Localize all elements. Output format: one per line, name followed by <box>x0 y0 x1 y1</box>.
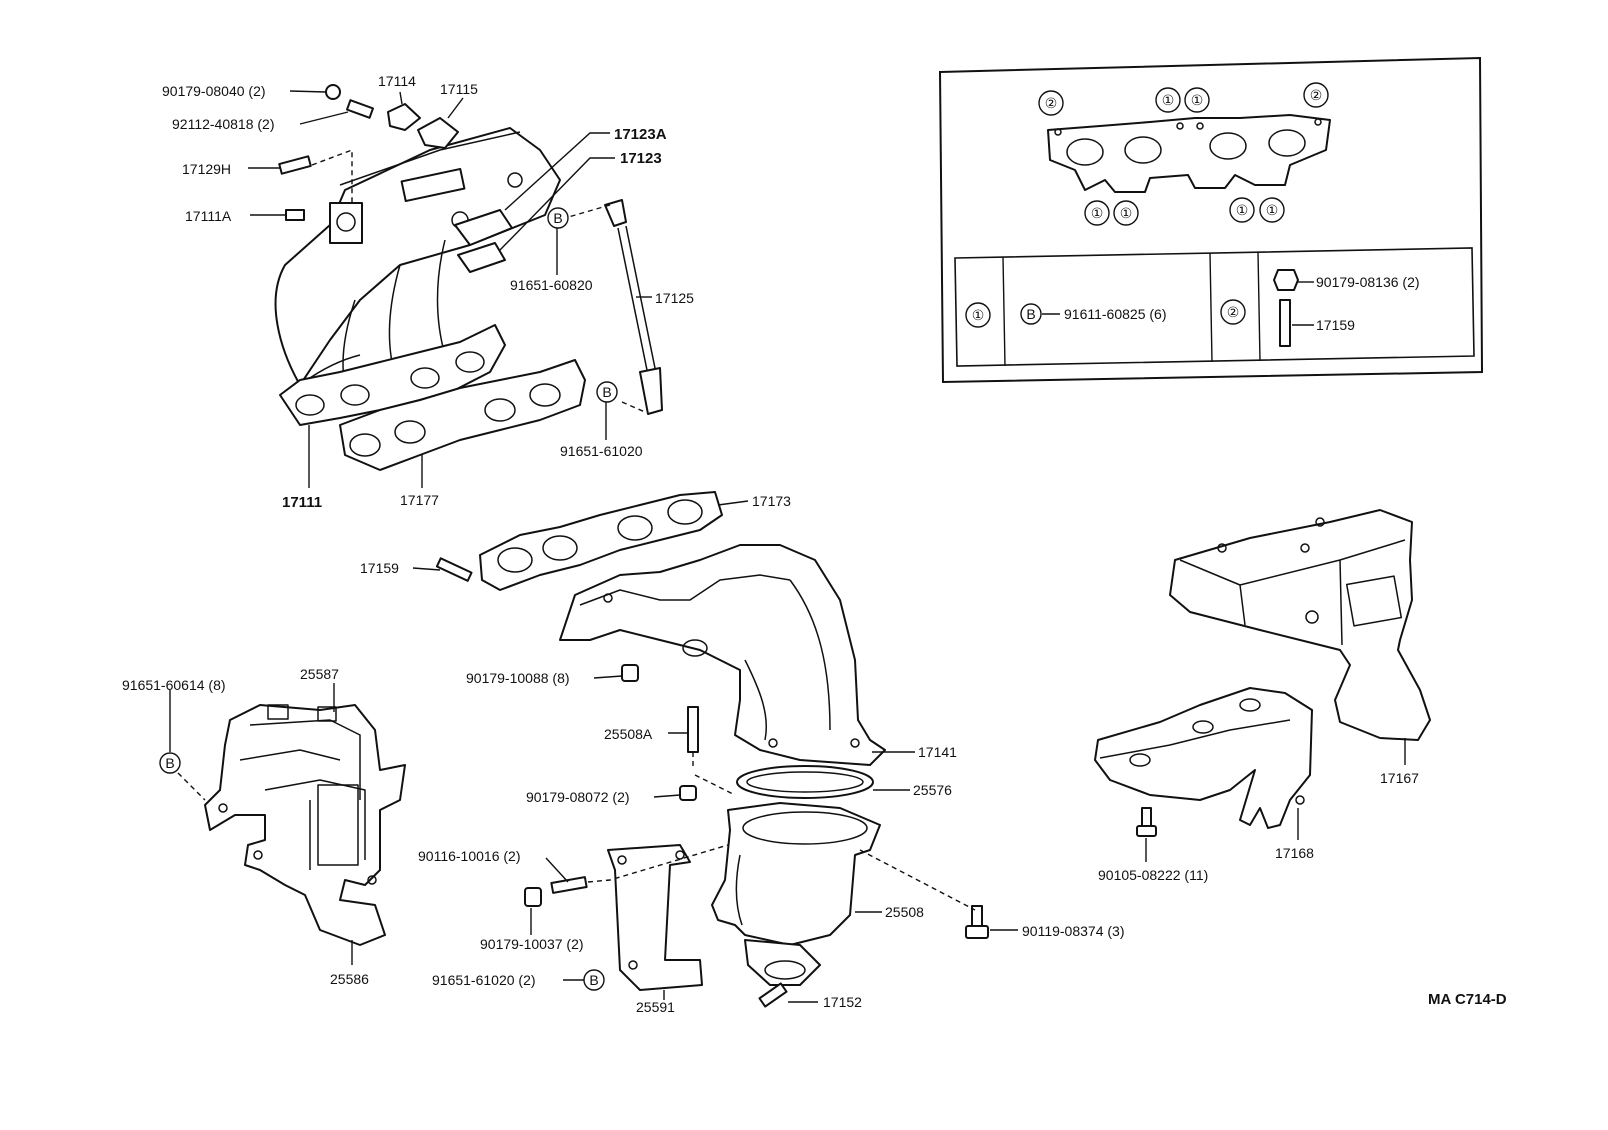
label-17123A: 17123A <box>614 126 667 143</box>
label-90116-10016: 90116-10016 (2) <box>418 848 520 864</box>
label-91651-61020-bottom: 91651-61020 (2) <box>432 972 536 988</box>
top-fasteners-illustration <box>278 84 663 415</box>
label-90105-08222: 90105-08222 (11) <box>1098 867 1208 883</box>
legend-row1-part: 91611-60825 (6) <box>1064 306 1166 322</box>
leader-lines-top-left <box>248 90 652 488</box>
label-25586: 25586 <box>330 971 369 987</box>
label-91651-61020-top: 91651-61020 <box>560 443 643 459</box>
label-17115: 17115 <box>440 81 478 97</box>
b-marker-25591: B <box>589 972 598 988</box>
legend-marker-circles: ② ① ① ② ① ① ① ① ① ② B <box>965 82 1329 328</box>
right-fasteners-illustration <box>1136 807 1157 837</box>
label-92112-40818: 92112-40818 (2) <box>172 116 274 132</box>
part-labels: 90179-08040 (2) 92112-40818 (2) 17114 17… <box>122 73 1507 1015</box>
legend-row1-marker: ① <box>972 307 985 323</box>
leader-lines-right <box>1145 738 1406 862</box>
label-17159: 17159 <box>360 560 399 576</box>
marker-1-bottom-a: ① <box>1091 205 1104 221</box>
label-25508: 25508 <box>885 904 924 920</box>
label-17173: 17173 <box>752 493 791 509</box>
label-17141: 17141 <box>918 744 957 760</box>
gasket-17173-illustration <box>479 491 723 591</box>
leader-lines-left <box>169 683 353 965</box>
legend-row2-marker: ② <box>1227 304 1240 320</box>
heat-insulator-17167-illustration <box>1169 509 1431 741</box>
label-90179-08040: 90179-08040 (2) <box>162 83 266 99</box>
b-marker-17125-top: B <box>553 210 562 226</box>
label-90119-08374: 90119-08374 (3) <box>1022 923 1124 939</box>
diagram-code: MA C714-D <box>1428 991 1507 1008</box>
label-17177: 17177 <box>400 492 439 508</box>
stud-17159-illustration <box>435 557 473 582</box>
label-17114: 17114 <box>378 73 416 89</box>
label-17125: 17125 <box>655 290 694 306</box>
heat-insulator-17168-illustration <box>1094 687 1313 829</box>
marker-1-bottom-d: ① <box>1266 202 1279 218</box>
label-17111: 17111 <box>282 494 322 511</box>
b-markers: B B B B <box>159 207 618 991</box>
legend-row2-stud: 17159 <box>1316 317 1355 333</box>
leader-lines-middle <box>412 500 1018 1003</box>
b-marker-25587: B <box>165 755 174 771</box>
label-90179-08072: 90179-08072 (2) <box>526 789 630 805</box>
marker-1-bottom-c: ① <box>1236 202 1249 218</box>
label-91651-60614: 91651-60614 (8) <box>122 677 226 693</box>
exhaust-manifold-17141-illustration <box>559 544 886 766</box>
label-17168: 17168 <box>1275 845 1314 861</box>
label-90179-10088: 90179-10088 (8) <box>466 670 570 686</box>
label-25591: 25591 <box>636 999 675 1015</box>
label-25576: 25576 <box>913 782 952 798</box>
marker-1-top-a: ① <box>1162 92 1175 108</box>
label-25587: 25587 <box>300 666 339 682</box>
label-91651-60820: 91651-60820 <box>510 277 593 293</box>
exhaust-manifold-17111-illustration <box>274 127 561 426</box>
gasket-25576-illustration <box>736 765 874 799</box>
middle-fasteners-illustration <box>524 664 989 1008</box>
label-17129H: 17129H <box>182 161 231 177</box>
legend-row1-b-marker: B <box>1026 306 1035 322</box>
b-marker-17125-bottom: B <box>602 384 611 400</box>
marker-2-top-right: ② <box>1310 87 1323 103</box>
marker-1-bottom-b: ① <box>1120 205 1133 221</box>
label-17167: 17167 <box>1380 770 1419 786</box>
label-17152: 17152 <box>823 994 862 1010</box>
marker-2-top-left: ② <box>1045 95 1058 111</box>
label-90179-10037: 90179-10037 (2) <box>480 936 584 952</box>
label-17123: 17123 <box>620 150 662 167</box>
legend-box <box>938 56 1484 384</box>
heat-insulator-25587-illustration <box>204 704 406 946</box>
gasket-17177-illustration <box>339 359 586 471</box>
label-17111A: 17111A <box>185 208 232 224</box>
bracket-25591-illustration <box>607 844 703 991</box>
legend-row2-nut: 90179-08136 (2) <box>1316 274 1420 290</box>
catalytic-converter-25508-illustration <box>711 802 881 986</box>
label-25508A: 25508A <box>604 726 653 742</box>
marker-1-top-b: ① <box>1191 92 1204 108</box>
